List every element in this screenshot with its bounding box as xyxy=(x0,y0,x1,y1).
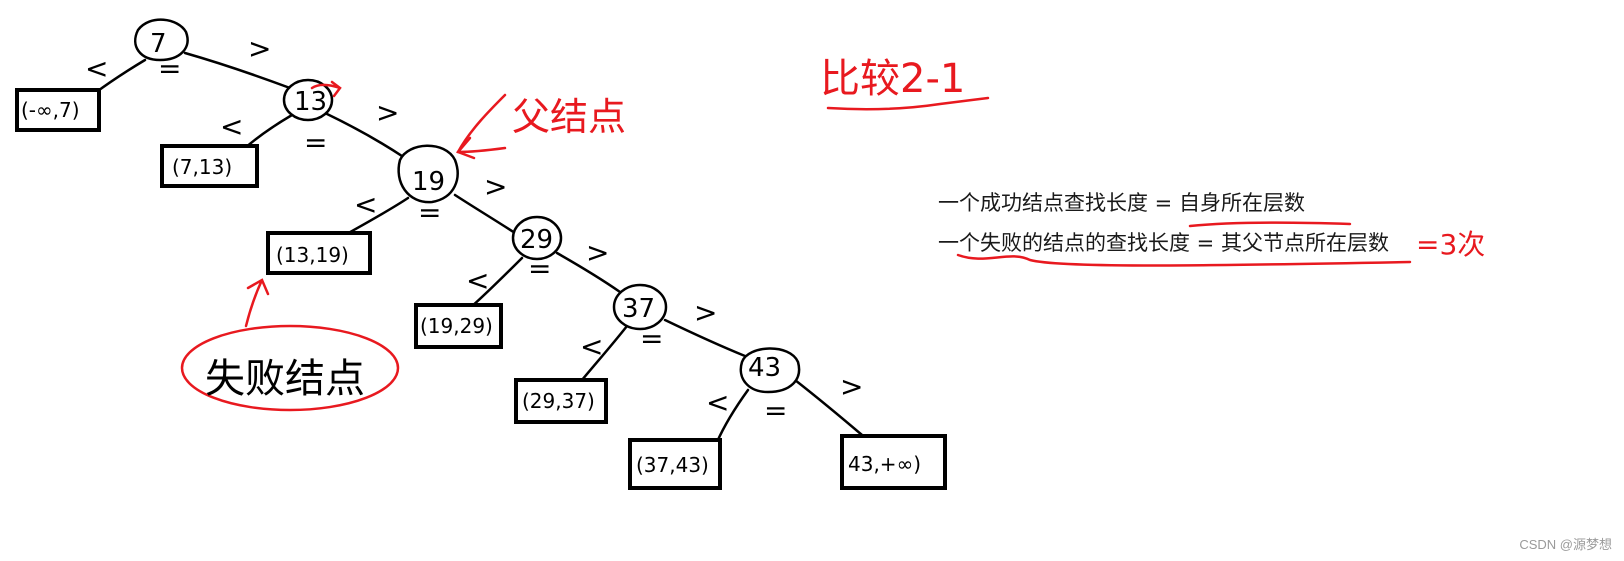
edge-29-37 xyxy=(555,251,622,294)
fail-label-0: (-∞,7) xyxy=(21,98,80,122)
fail-label-4: (29,37) xyxy=(522,389,595,413)
edge-13-fail1 xyxy=(243,113,294,150)
result-annotation: =3次 xyxy=(1416,228,1485,261)
edge-37-43 xyxy=(663,318,747,358)
equal-sign: = xyxy=(418,196,441,229)
fail-box-4 xyxy=(514,378,608,424)
equal-sign: = xyxy=(158,52,181,85)
node-37-circle xyxy=(612,283,668,331)
node-13-label: 13 xyxy=(294,87,327,117)
fail-box-1 xyxy=(160,144,259,188)
fail-box-2 xyxy=(266,231,372,275)
node-37-label: 37 xyxy=(622,294,655,324)
parent-node-arrow-tail xyxy=(456,93,507,154)
less-sign: < xyxy=(220,110,243,143)
note1-underline xyxy=(1188,221,1352,228)
greater-sign: > xyxy=(586,236,609,269)
failure-node-annotation: 失败结点 xyxy=(205,356,365,402)
less-sign: < xyxy=(580,330,603,363)
edge-7-13 xyxy=(183,51,292,90)
fail-box-3 xyxy=(414,303,503,349)
node-7-label: 7 xyxy=(150,29,167,59)
success-length-note: 一个成功结点查找长度 = 自身所在层数 xyxy=(938,191,1305,215)
node-43-label: 43 xyxy=(748,353,781,383)
fail-label-2: (13,19) xyxy=(276,243,349,267)
less-sign: < xyxy=(85,52,108,85)
failure-node-pointer xyxy=(244,278,270,328)
failure-node-ellipse xyxy=(180,324,400,412)
node-19-label: 19 xyxy=(412,167,445,197)
fail-label-1: (7,13) xyxy=(172,155,232,179)
watermark: CSDN @源梦想 xyxy=(1519,537,1612,552)
fail-box-0 xyxy=(15,88,101,132)
less-sign: < xyxy=(706,386,729,419)
comparisons-underline xyxy=(826,96,990,111)
node-7-circle xyxy=(134,18,189,62)
node-43-circle xyxy=(739,347,801,394)
node-13-circle xyxy=(282,78,334,122)
less-sign: < xyxy=(466,264,489,297)
edge-19-29 xyxy=(453,193,517,235)
equal-sign: = xyxy=(528,252,551,285)
greater-sign: > xyxy=(694,296,717,329)
greater-sign: > xyxy=(248,32,271,65)
greater-sign: > xyxy=(376,96,399,129)
greater-sign: > xyxy=(484,170,507,203)
node-29-circle xyxy=(511,215,563,261)
comparisons-annotation: 比较2-1 xyxy=(820,56,965,102)
equal-sign: = xyxy=(640,322,663,355)
equal-sign: = xyxy=(764,394,787,427)
node-29-label: 29 xyxy=(520,225,553,255)
edge-13-19 xyxy=(323,111,407,160)
note2-underline xyxy=(956,253,1412,267)
node-19-circle xyxy=(397,144,459,204)
failure-length-note: 一个失败的结点的查找长度 = 其父节点所在层数 xyxy=(938,231,1389,255)
node-13-red-mark xyxy=(310,80,342,98)
edge-37-fail4 xyxy=(580,324,629,382)
equal-sign: = xyxy=(304,126,327,159)
edge-43-fail6 xyxy=(793,378,864,437)
fail-label-3: (19,29) xyxy=(420,314,493,338)
greater-sign: > xyxy=(840,370,863,403)
fail-label-5: (37,43) xyxy=(636,453,709,477)
less-sign: < xyxy=(354,188,377,221)
edge-43-fail5 xyxy=(715,388,750,444)
parent-node-annotation: 父结点 xyxy=(512,95,626,139)
fail-box-5 xyxy=(628,438,722,490)
fail-box-6 xyxy=(840,434,947,490)
fail-label-6: 43,+∞) xyxy=(848,452,921,476)
